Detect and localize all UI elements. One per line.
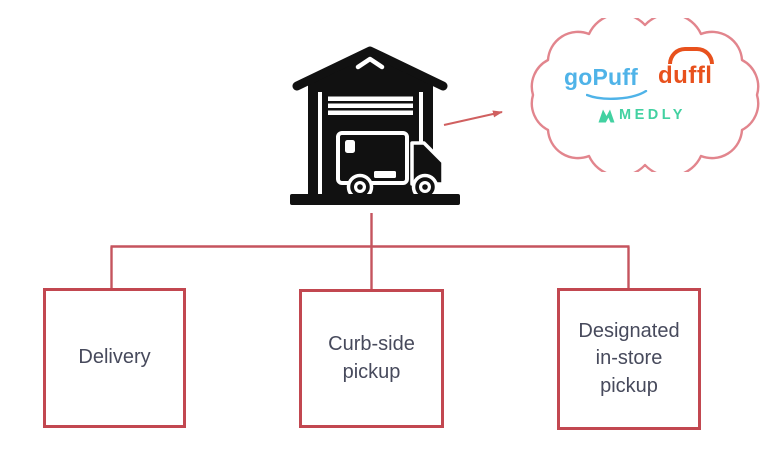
gopuff-logo: goPuff [564, 64, 639, 90]
arrow-icon [443, 110, 503, 126]
medly-logo: MEDLY [598, 107, 686, 123]
brands-cloud: goPuff duffl MEDLY [522, 18, 768, 172]
medly-icon [598, 109, 615, 122]
box-designated-instore-pickup: Designated in-store pickup [557, 288, 701, 430]
duffl-logo: duffl [658, 62, 713, 89]
tree-connector-lines [110, 213, 630, 289]
box-delivery-label: Delivery [78, 346, 151, 369]
box-curbside-pickup-label: Curb-side pickup [328, 332, 415, 383]
gopuff-swoosh-icon [586, 90, 648, 100]
box-delivery: Delivery [43, 288, 186, 428]
box-designated-instore-pickup-label: Designated in-store pickup [578, 319, 680, 397]
medly-logo-text: MEDLY [619, 107, 686, 123]
duffl-arc-icon [668, 47, 714, 64]
box-curbside-pickup: Curb-side pickup [299, 289, 444, 428]
warehouse-truck-icon [290, 46, 460, 205]
